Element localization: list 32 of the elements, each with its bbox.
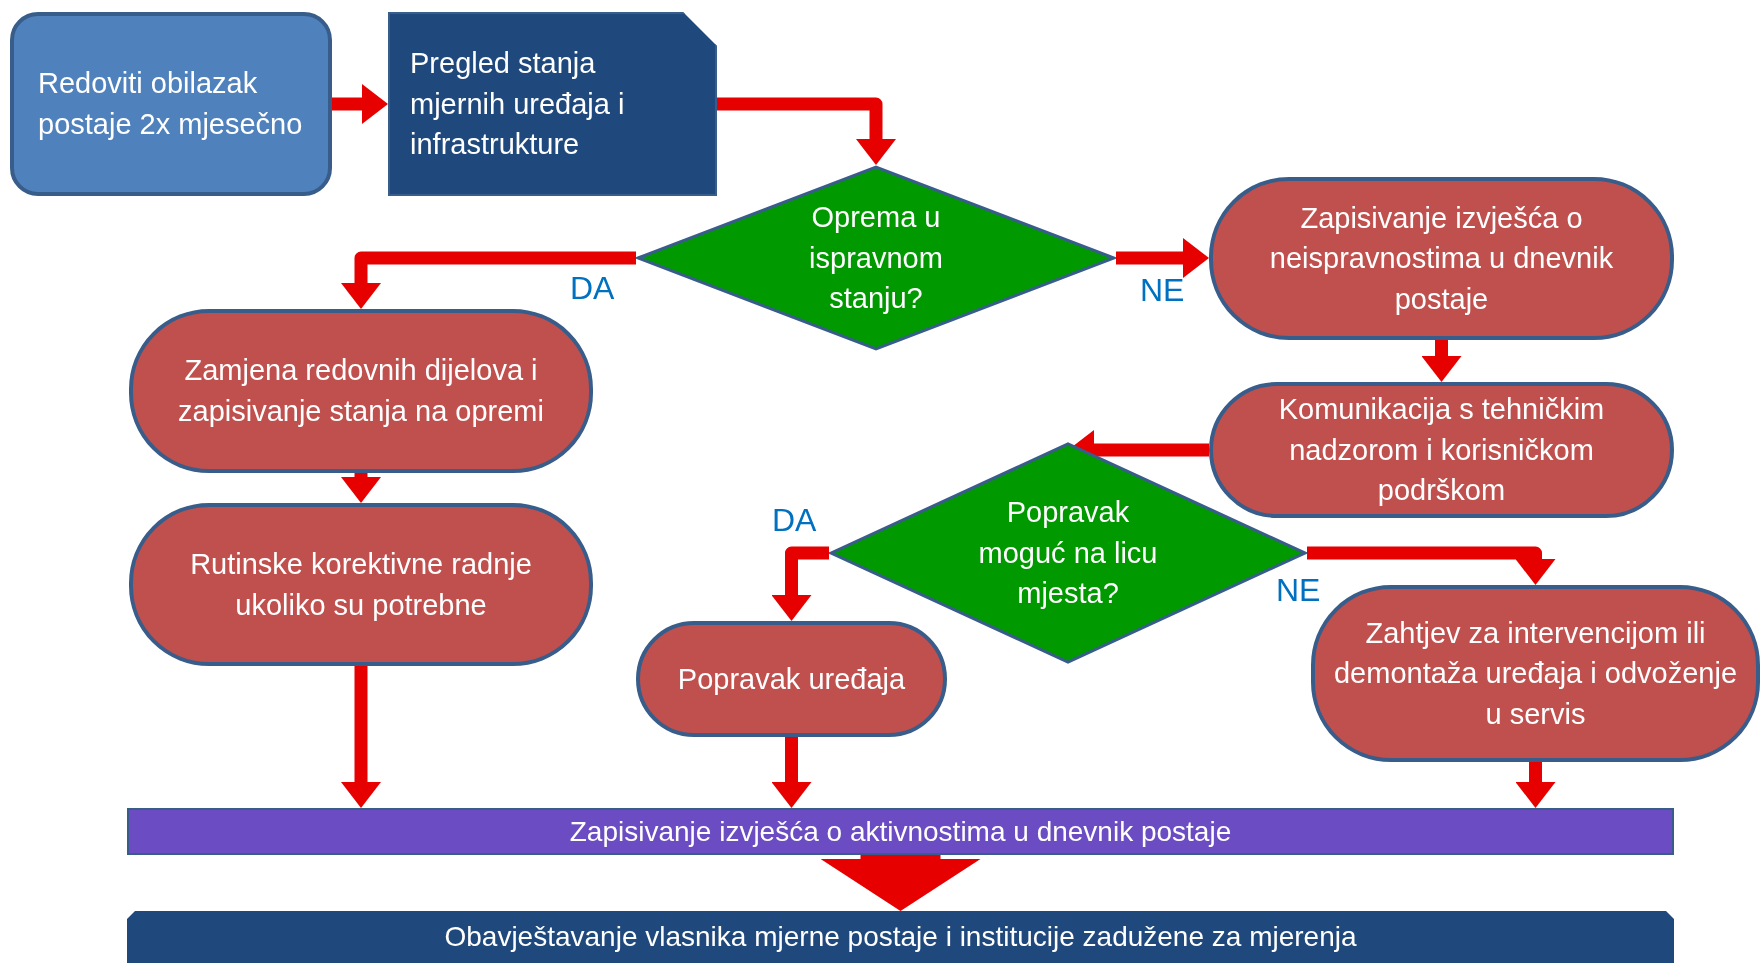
node-label: Popravak moguć na licu mjesta?: [977, 495, 1159, 612]
arrow: [717, 97, 896, 165]
node-label: Zapisivanje izvješća o aktivnostima u dnevnik postaje: [569, 814, 1232, 849]
start-box: [10, 12, 332, 196]
node-label: Oprema u ispravnom stanju?: [808, 200, 944, 317]
arrow: [332, 84, 388, 124]
arrow: [341, 666, 381, 808]
arrow: [1421, 340, 1462, 382]
edge-label: NE: [1276, 574, 1321, 606]
edge-label: DA: [570, 272, 615, 304]
node-label: Popravak uređaja: [677, 661, 906, 697]
process-bar: [127, 911, 1674, 963]
process-bar: [127, 808, 1674, 855]
node-label: Obavještavanje vlasnika mjerne postaje i institucije zadužene za mjerenja: [444, 920, 1357, 955]
node-label: Zahtjev za intervencijom ili demontaža uređaja i odvoženje u servis: [1332, 615, 1739, 732]
node-label: Pregled stanja mjernih uređaja i infrastrukture: [410, 46, 626, 163]
arrow: [341, 251, 636, 309]
arrow: [1116, 238, 1209, 278]
arrow: [820, 855, 981, 911]
edge-label: NE: [1140, 274, 1185, 306]
arrow: [771, 546, 829, 621]
node-label: Rutinske korektivne radnje ukoliko su potrebne: [189, 546, 533, 623]
arrow: [771, 737, 812, 808]
arrow: [1515, 762, 1556, 808]
edge-label: DA: [772, 504, 817, 536]
arrow: [1307, 546, 1556, 585]
node-label: Zapisivanje izvješća o neispravnostima u dnevnik postaje: [1268, 200, 1615, 317]
process-box: [388, 12, 717, 196]
arrow: [341, 473, 381, 503]
node-label: Zamjena redovnih dijelova i zapisivanje stanja na opremi: [177, 353, 545, 429]
node-label: Komunikacija s tehničkim nadzorom i korisničkom podrškom: [1277, 392, 1606, 509]
node-label: Redoviti obilazak postaje 2x mjesečno: [38, 66, 304, 142]
